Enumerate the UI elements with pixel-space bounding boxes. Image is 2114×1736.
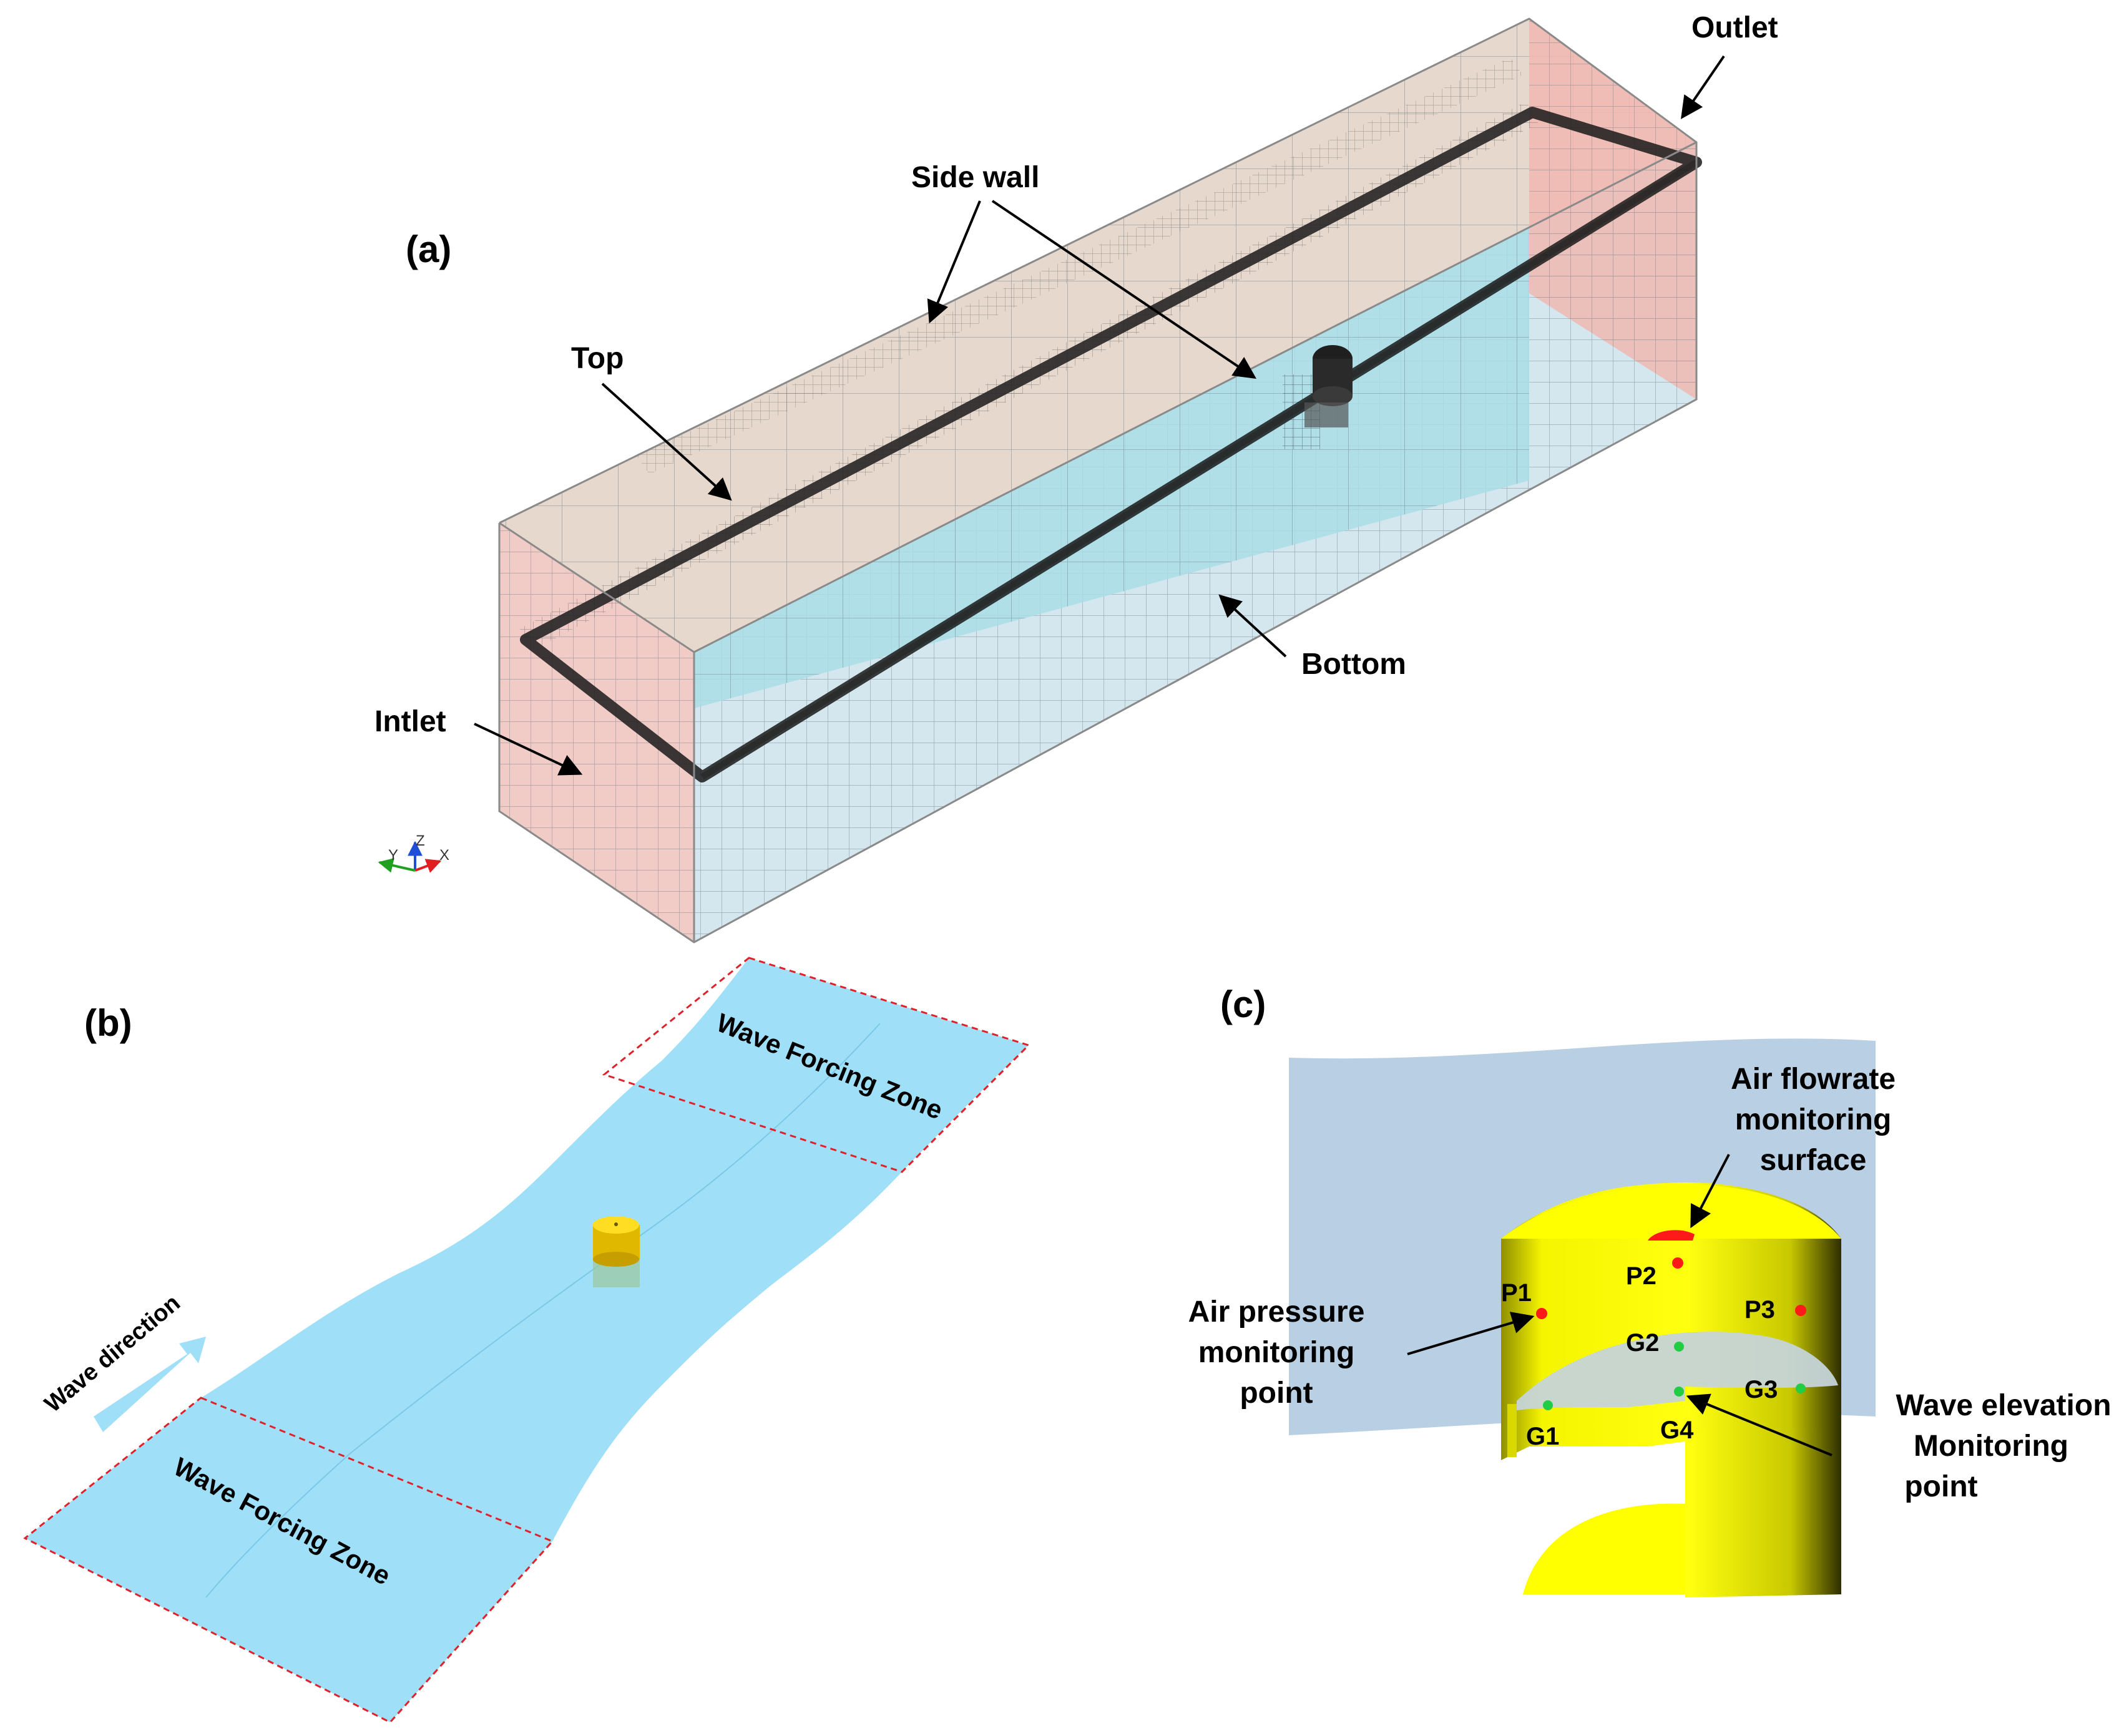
pressure-label-p2: P2	[1626, 1262, 1656, 1290]
air-pressure-line-2: monitoring	[1198, 1336, 1355, 1369]
wave-direction-label: Wave direction	[40, 1290, 185, 1418]
gauge-point-g3	[1796, 1383, 1806, 1393]
pressure-point-p1	[1536, 1308, 1547, 1319]
air-flowrate-line-1: Air flowrate	[1731, 1063, 1896, 1096]
wave-elevation-line-1: Wave elevation	[1896, 1389, 2111, 1422]
outlet-arrow	[1680, 55, 1725, 119]
gauge-point-g4	[1674, 1387, 1684, 1397]
gauge-point-g2	[1674, 1342, 1684, 1352]
panel-b-free-surface: Wave Forcing Zone Wave Forcing Zone Wave…	[23, 957, 1030, 1724]
pressure-label-p3: P3	[1745, 1296, 1775, 1324]
wave-elevation-line-2: Monitoring	[1914, 1430, 2068, 1463]
panel-c-label: (c)	[1220, 983, 1266, 1025]
pressure-points: P1 P2 P3	[1501, 1257, 1806, 1324]
bottom-arrow	[1218, 594, 1287, 658]
air-flowrate-line-2: monitoring	[1735, 1103, 1892, 1136]
owc-inner-surface	[1517, 1332, 1838, 1410]
side-wall-label: Side wall	[911, 161, 1039, 194]
forcing-zone-far	[602, 957, 1030, 1173]
gauge-label-g3: G3	[1745, 1376, 1778, 1403]
gauge-points: G1 G2 G3 G4	[1526, 1329, 1806, 1450]
panel-c-device	[1289, 1038, 1876, 1597]
air-flowrate-annotation: Air flowrate monitoring surface	[1690, 1063, 1896, 1229]
pressure-point-p2	[1672, 1257, 1683, 1269]
gauge-label-g1: G1	[1526, 1423, 1559, 1450]
water-surface	[25, 958, 1029, 1722]
air-pressure-line-1: Air pressure	[1188, 1295, 1365, 1329]
air-flowrate-surface	[1648, 1230, 1695, 1241]
pressure-label-p1: P1	[1501, 1279, 1532, 1307]
top-arrow	[601, 383, 732, 501]
gauge-label-g2: G2	[1626, 1329, 1659, 1357]
gauge-label-g4: G4	[1660, 1417, 1694, 1444]
air-pressure-line-3: point	[1240, 1377, 1313, 1410]
wave-direction-arrow	[94, 1337, 206, 1432]
inlet-label: Intlet	[374, 705, 446, 738]
axis-triad: Y Z X	[378, 832, 449, 873]
forcing-zone-near	[23, 1397, 554, 1724]
side-wall-arrow-2	[991, 200, 1256, 379]
outlet-label: Outlet	[1691, 11, 1778, 44]
inlet-arrow	[474, 723, 583, 776]
panel-a-tank	[498, 17, 1702, 944]
top-label: Top	[571, 342, 624, 375]
pressure-point-p3	[1795, 1305, 1806, 1316]
gauge-point-g1	[1543, 1400, 1553, 1410]
axis-z-label: Z	[416, 832, 425, 849]
wave-elevation-line-3: point	[1904, 1470, 1977, 1503]
axis-x-label: X	[439, 847, 449, 864]
owc-device-b	[593, 1216, 640, 1287]
bottom-label: Bottom	[1301, 648, 1406, 681]
air-flowrate-line-3: surface	[1760, 1144, 1867, 1177]
air-pressure-annotation: Air pressure monitoring point	[1188, 1295, 1535, 1410]
side-wall-arrow-1	[927, 200, 981, 324]
panel-b-label: (b)	[84, 1002, 132, 1044]
axis-y-label: Y	[388, 847, 398, 864]
wave-elevation-annotation: Wave elevation Monitoring point	[1686, 1389, 2112, 1503]
owc-structure-mesh	[1283, 345, 1353, 449]
panel-a-label: (a)	[406, 228, 451, 270]
